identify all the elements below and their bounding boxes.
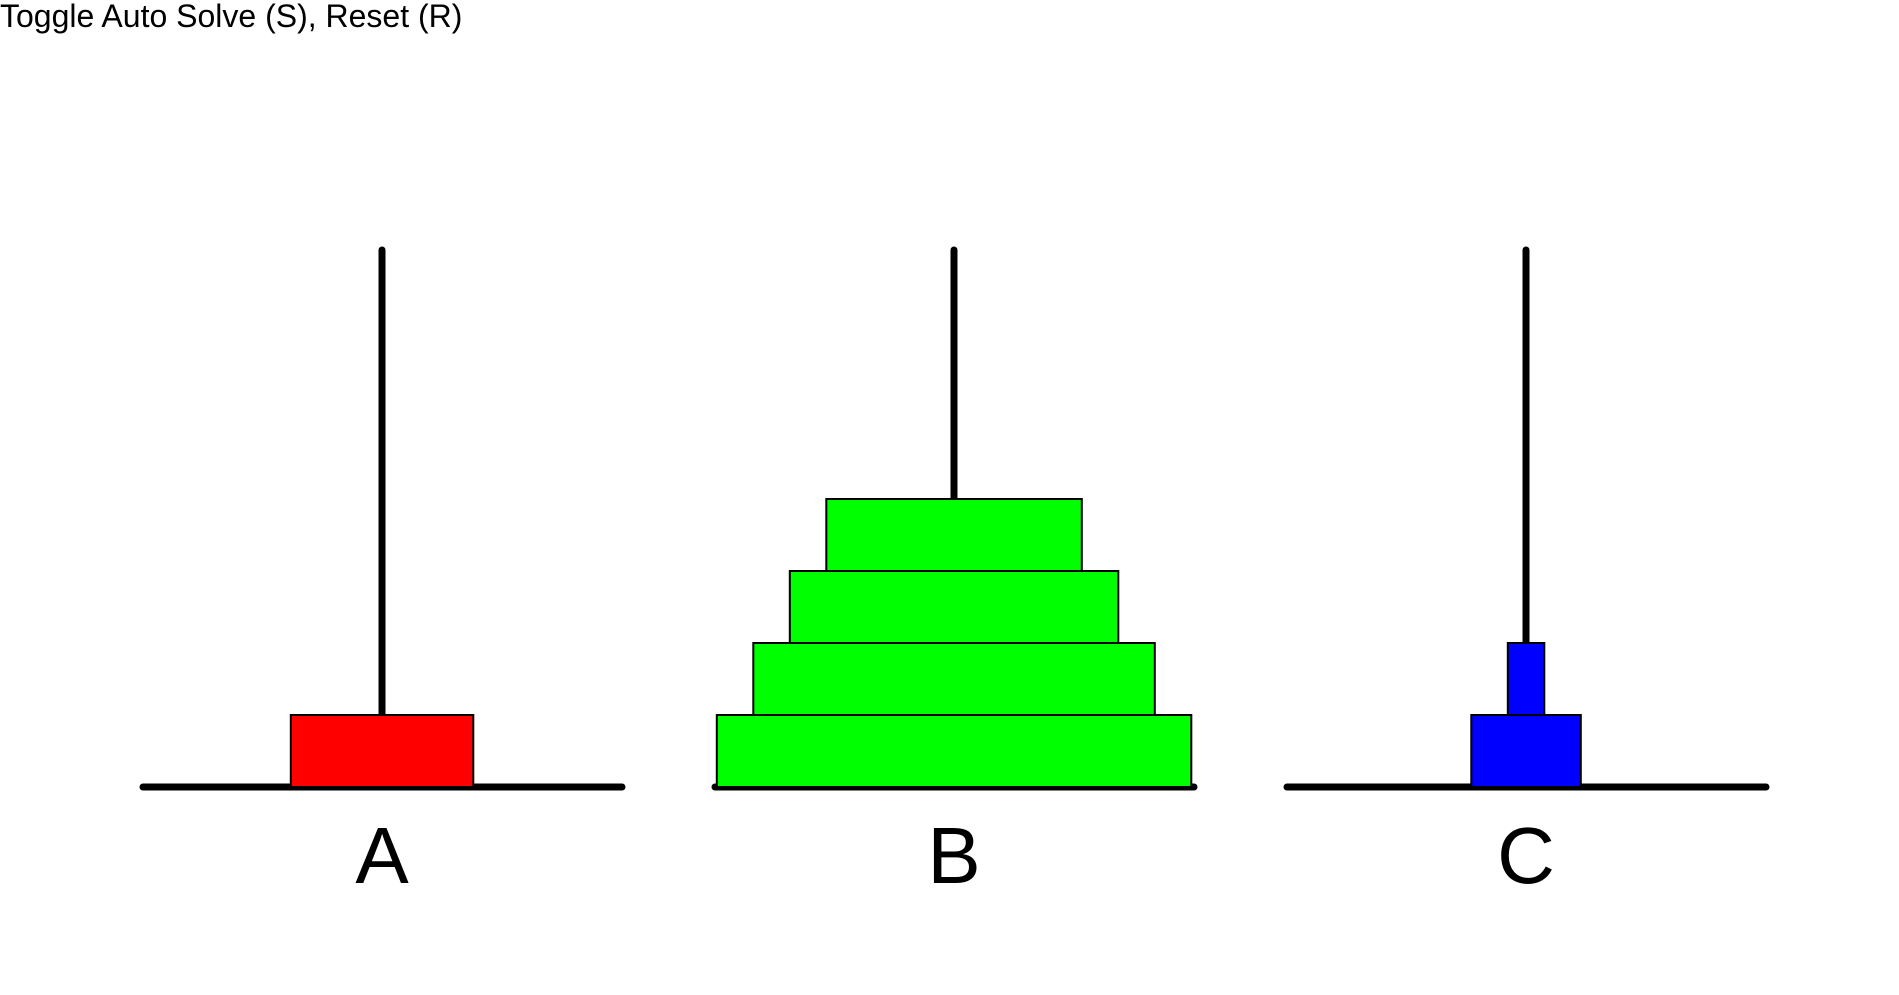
peg-b-disks bbox=[715, 498, 1193, 788]
peg-a-label: A bbox=[355, 811, 409, 900]
peg-c-disk-2[interactable] bbox=[1506, 642, 1546, 716]
peg-a[interactable]: A bbox=[139, 246, 626, 900]
peg-b-label: B bbox=[927, 811, 980, 900]
peg-b-disk-3[interactable] bbox=[788, 570, 1120, 644]
peg-a-disk-1[interactable] bbox=[289, 714, 475, 788]
peg-c-disks bbox=[1470, 642, 1582, 788]
peg-b[interactable]: B bbox=[711, 246, 1198, 900]
peg-c-label: C bbox=[1497, 811, 1555, 900]
peg-a-disks bbox=[289, 714, 475, 788]
peg-b-disk-4[interactable] bbox=[825, 498, 1083, 572]
peg-c[interactable]: C bbox=[1283, 246, 1770, 900]
peg-b-disk-2[interactable] bbox=[752, 642, 1156, 716]
peg-b-disk-1[interactable] bbox=[715, 714, 1193, 788]
peg-c-disk-1[interactable] bbox=[1470, 714, 1582, 788]
controls-hint: Toggle Auto Solve (S), Reset (R) bbox=[0, 0, 463, 34]
